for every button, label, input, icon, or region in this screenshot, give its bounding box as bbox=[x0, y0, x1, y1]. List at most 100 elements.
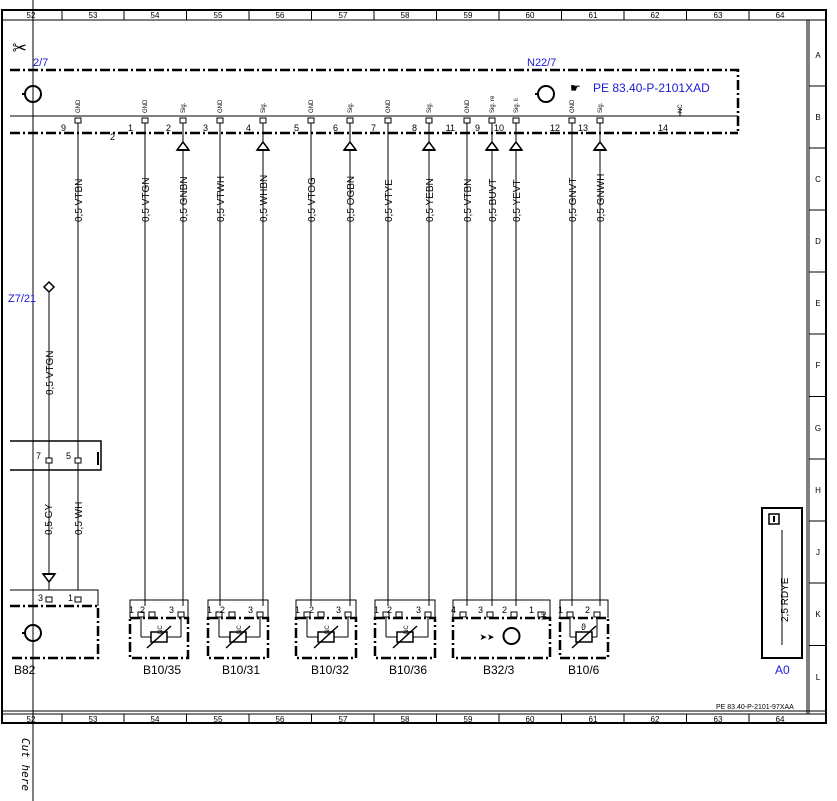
pin-number: 2 bbox=[166, 123, 171, 133]
wire-label: 0,5 GNBN bbox=[179, 176, 190, 222]
splice: Z7/21 0,5 VTGN bbox=[8, 280, 56, 460]
column-label: 55 bbox=[214, 11, 223, 20]
nc-label: NC bbox=[404, 625, 410, 634]
column-label: 56 bbox=[276, 11, 285, 20]
column-label: 62 bbox=[651, 715, 660, 724]
pin-type-label: GND bbox=[465, 99, 471, 113]
component-label: B10/6 bbox=[568, 663, 600, 677]
footer-ref: PE 83.40-P-2101-97XAA bbox=[716, 704, 794, 711]
nc-label: NC bbox=[542, 611, 548, 620]
wire-label: 0,5 GNWH bbox=[596, 174, 607, 222]
wires: 0,5 VTBN 0,5 VTGN 0,5 GNBN 0,5 VTWH 0,5 WHBN… bbox=[74, 123, 608, 606]
pin-type-label: Sig. bbox=[181, 102, 187, 113]
wire-label: 0,5 VTBN bbox=[74, 179, 85, 222]
row-label: E bbox=[815, 299, 820, 308]
column-label: 57 bbox=[339, 11, 348, 20]
row-label: A bbox=[815, 51, 821, 60]
component-pin-number: 2 bbox=[309, 605, 314, 615]
column-label: 55 bbox=[214, 715, 223, 724]
wire: 0,5 WHBN bbox=[255, 123, 271, 606]
wire: 0,5 GNWH bbox=[592, 123, 608, 606]
component-pin-number: 1 bbox=[529, 605, 534, 615]
component-pin-number: 3 bbox=[336, 605, 341, 615]
pin-number: 5 bbox=[294, 123, 299, 133]
wire-label: 0,5 YEBN bbox=[425, 178, 436, 222]
signal-arrow-icon bbox=[175, 140, 191, 151]
pin-type-label: GND bbox=[143, 99, 149, 113]
pin-type-label: GND bbox=[309, 99, 315, 113]
wire-label: 0,5 VTWH bbox=[216, 176, 227, 222]
row-label: J bbox=[816, 548, 820, 557]
column-label: 54 bbox=[151, 11, 160, 20]
component-pin-number: 2 bbox=[140, 605, 145, 615]
pin-type-label: GND bbox=[570, 99, 576, 113]
pin-number: 7 bbox=[371, 123, 376, 133]
mid-connector: 7 5 0,5 GY 0,5 WH bbox=[10, 232, 102, 590]
wire-label: 0,5 YEVT bbox=[512, 179, 523, 222]
row-label: G bbox=[815, 424, 821, 433]
component-pin-number: 2 bbox=[387, 605, 392, 615]
wire-label: 0,5 VTOG bbox=[307, 177, 318, 222]
splice-wire-label: 0,5 VTGN bbox=[45, 351, 56, 395]
wire: 0,5 VTOG bbox=[307, 123, 318, 606]
row-label: H bbox=[815, 486, 821, 495]
column-label: 59 bbox=[464, 715, 473, 724]
theta-label: ϑ bbox=[581, 622, 586, 632]
column-label: 62 bbox=[651, 11, 660, 20]
column-label: 52 bbox=[27, 11, 36, 20]
wire: 0,5 VTBN bbox=[463, 123, 474, 606]
row-label: L bbox=[816, 673, 821, 682]
top-left-ref: 2/7 bbox=[33, 57, 48, 69]
wire-label: 0,5 VTYE bbox=[384, 179, 395, 222]
wire-label: 0,5 OGBN bbox=[346, 176, 357, 222]
pin-number: 9 bbox=[475, 123, 480, 133]
extra-pin-number: 2 bbox=[110, 132, 115, 142]
signal-arrow-icon bbox=[484, 140, 500, 151]
signal-arrow-icon bbox=[41, 573, 57, 584]
component-pin-number: 1 bbox=[129, 605, 134, 615]
wire-label: 0,5 GNVT bbox=[568, 178, 579, 222]
row-label: C bbox=[815, 175, 821, 184]
ground-icon bbox=[768, 513, 780, 525]
ground-box: 2,5 RDYE A0 bbox=[761, 507, 803, 677]
wire-label: 0,5 VTGN bbox=[141, 178, 152, 222]
pin-number: 13 bbox=[578, 123, 588, 133]
component-label: B10/36 bbox=[389, 663, 427, 677]
component-label: B32/3 bbox=[483, 663, 515, 677]
row-label: K bbox=[815, 610, 821, 619]
pin-number: 10 bbox=[494, 123, 504, 133]
pin-type-label: GND bbox=[386, 99, 392, 113]
component-pin-number: 1 bbox=[295, 605, 300, 615]
column-label: 60 bbox=[526, 11, 535, 20]
component-pin-number: 2 bbox=[502, 605, 507, 615]
component-b82: 3 1 B82 bbox=[10, 589, 100, 677]
pin-number: 11 bbox=[446, 123, 455, 133]
b82-label: B82 bbox=[14, 663, 36, 677]
column-label: 64 bbox=[776, 715, 785, 724]
row-label: F bbox=[816, 361, 821, 370]
nc-label: NC bbox=[237, 625, 243, 634]
wire: 0,5 BUVT bbox=[484, 123, 500, 606]
column-label: 60 bbox=[526, 715, 535, 724]
wire: 0,5 OGBN bbox=[342, 123, 358, 606]
pin-type-label: NC bbox=[678, 104, 684, 113]
signal-arrow-icon bbox=[255, 140, 271, 151]
pin-type-label: Sig. bbox=[598, 102, 604, 113]
wire-label: 0,5 WHBN bbox=[259, 175, 270, 222]
column-label: 54 bbox=[151, 715, 160, 724]
column-label: 63 bbox=[714, 11, 723, 20]
signal-arrow-icon bbox=[508, 140, 524, 151]
